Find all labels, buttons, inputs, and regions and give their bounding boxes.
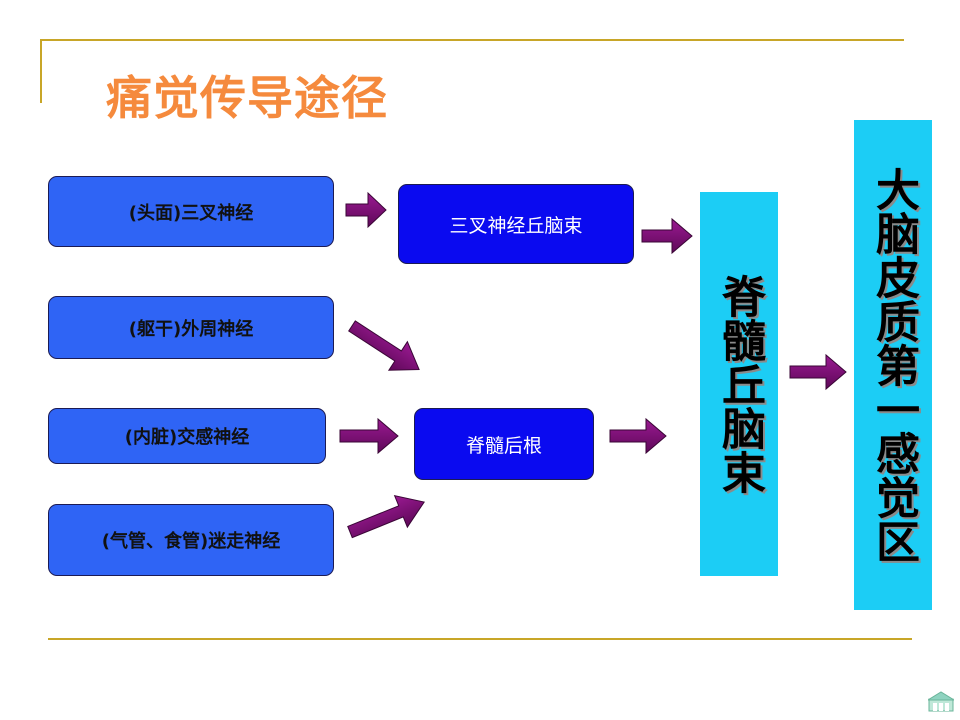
node-viscera-sympathetic: (内脏)交感神经 [48, 408, 326, 464]
node-dorsal-root: 脊髓后根 [414, 408, 594, 480]
left-rule [40, 39, 42, 103]
slide-title: 痛觉传导途径 [106, 71, 388, 125]
arrow-head-to-tract [345, 191, 387, 229]
node-trigeminothalamic-tract: 三叉神经丘脑束 [398, 184, 634, 264]
arrow-root-to-spinothalamic [609, 417, 667, 455]
bottom-rule [48, 638, 912, 640]
cortex-label: 大脑皮质第一感觉区 [868, 167, 919, 563]
node-cortex-sensory-area: 大脑皮质第一感觉区 [854, 120, 932, 610]
node-trunk-peripheral: (躯干)外周神经 [48, 296, 334, 359]
arrow-spinothalamic-to-cortex [789, 353, 847, 391]
node-head-face-trigeminal: (头面)三叉神经 [48, 176, 334, 247]
arrow-trunk-to-root [348, 320, 420, 371]
arrow-viscera-to-root [339, 417, 399, 455]
node-spinothalamic-tract: 脊髓丘脑束 [700, 192, 778, 576]
spinothalamic-label: 脊髓丘脑束 [714, 274, 765, 494]
arrow-tract-to-spinothalamic [641, 217, 693, 255]
arrow-trachea-to-root [347, 494, 425, 539]
top-rule [40, 39, 904, 41]
node-trachea-vagus: (气管、食管)迷走神经 [48, 504, 334, 576]
building-logo-icon [928, 691, 954, 712]
